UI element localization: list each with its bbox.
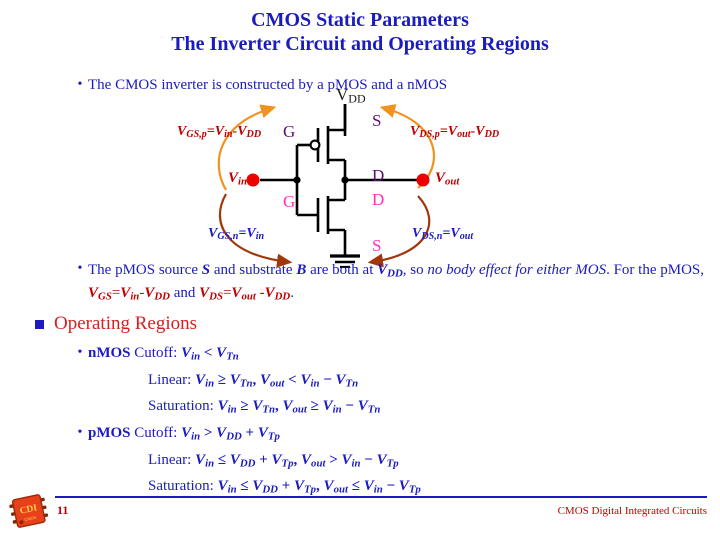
footer-course-title: CMOS Digital Integrated Circuits	[557, 505, 707, 517]
pmos-inversion-bubble	[309, 139, 321, 151]
title-line-1: CMOS Static Parameters	[251, 9, 469, 31]
vdd-label: VDD	[336, 85, 366, 106]
vout-terminal-label: Vout	[435, 170, 460, 188]
equation-vgs-pmos: VGS,p=Vin-VDD	[177, 124, 262, 141]
nmos-saturation-line: Saturation: Vin ≥ VTn, Vout ≥ Vin − VTn	[148, 398, 381, 416]
drain-junction-dot	[341, 176, 349, 184]
equation-vgs-nmos: VGS,n=Vin	[208, 226, 265, 243]
pmos-cutoff-line: pMOS Cutoff: Vin > VDD + VTp	[88, 425, 280, 443]
bullet-dot-icon: •	[77, 261, 83, 276]
arc-vgsn	[218, 193, 293, 268]
bullet-dot-icon: •	[77, 425, 83, 440]
arc-vgsp	[217, 104, 277, 191]
svg-text:CDI: CDI	[19, 503, 38, 516]
nmos-saturation-label: Saturation:	[148, 398, 214, 414]
cmos-inverter-diagram: VDD S G D D G S Vin Vout VGS,p=Vin-VDD V…	[160, 85, 570, 268]
pmos-cutoff-label: Cutoff:	[134, 425, 178, 441]
equation-vds-pmos: VDS,p=Vout-VDD	[410, 124, 500, 141]
page-title: CMOS Static Parameters The Inverter Circ…	[0, 8, 720, 56]
bullet-item-nmos-regions: • nMOS Cutoff: Vin < VTn	[72, 344, 239, 366]
nmos-linear-line: Linear: Vin ≥ VTn, Vout < Vin − VTn	[148, 372, 359, 390]
nmos-cutoff-line: nMOS Cutoff: Vin < VTn	[88, 345, 239, 363]
svg-text:CMOS: CMOS	[24, 515, 37, 522]
pmos-transistor	[297, 104, 347, 180]
ground-symbol	[330, 254, 360, 268]
pmos-linear-label: Linear:	[148, 452, 192, 468]
page-number: 11	[57, 503, 69, 517]
nmos-linear-label: Linear:	[148, 372, 192, 388]
gate-junction-dot	[293, 176, 301, 184]
nmos-gate-label: G	[283, 192, 296, 211]
bullet-item-pmos-note: • The pMOS source S and substrate B are …	[72, 260, 712, 307]
output-terminal-dot	[416, 173, 430, 187]
bullet-intro-text: The CMOS inverter is constructed by a pM…	[88, 77, 448, 93]
nmos-drain-label: D	[372, 190, 385, 209]
vin-terminal-label: Vin	[228, 170, 248, 188]
footer-divider	[55, 496, 707, 498]
pmos-source-label: S	[372, 111, 382, 130]
pmos-linear-line: Linear: Vin ≤ VDD + VTp, Vout > Vin − VT…	[148, 452, 399, 470]
pmos-drain-label: D	[372, 166, 385, 185]
title-line-2: The Inverter Circuit and Operating Regio…	[171, 33, 549, 55]
bullet-dot-icon: •	[77, 77, 83, 92]
nmos-device-label: nMOS	[88, 345, 131, 361]
bullet-item-intro: • The CMOS inverter is constructed by a …	[72, 76, 692, 95]
input-terminal-dot	[246, 173, 260, 187]
square-bullet-icon	[35, 320, 44, 329]
chip-logo-icon: CDI CMOS	[9, 494, 49, 528]
section-heading-text: Operating Regions	[54, 313, 198, 334]
pmos-gate-label: G	[283, 122, 296, 141]
pmos-device-label: pMOS	[88, 425, 131, 441]
bullet-item-pmos-regions: • pMOS Cutoff: Vin > VDD + VTp	[72, 424, 280, 446]
circuit-svg	[217, 104, 435, 268]
arc-vdsn	[367, 195, 431, 268]
nmos-source-label: S	[372, 236, 382, 255]
pmos-saturation-line: Saturation: Vin ≤ VDD + VTp, Vout ≤ Vin …	[148, 478, 421, 496]
equation-vds-nmos: VDS,n=Vout	[412, 226, 474, 243]
pmos-saturation-label: Saturation:	[148, 478, 214, 494]
bullet-dot-icon: •	[77, 345, 83, 360]
section-heading-operating-regions: Operating Regions	[35, 312, 197, 335]
nmos-cutoff-label: Cutoff:	[134, 345, 178, 361]
bullet-pmos-note-text: The pMOS source S and substrate B are bo…	[88, 262, 705, 303]
nmos-transistor	[297, 180, 347, 256]
